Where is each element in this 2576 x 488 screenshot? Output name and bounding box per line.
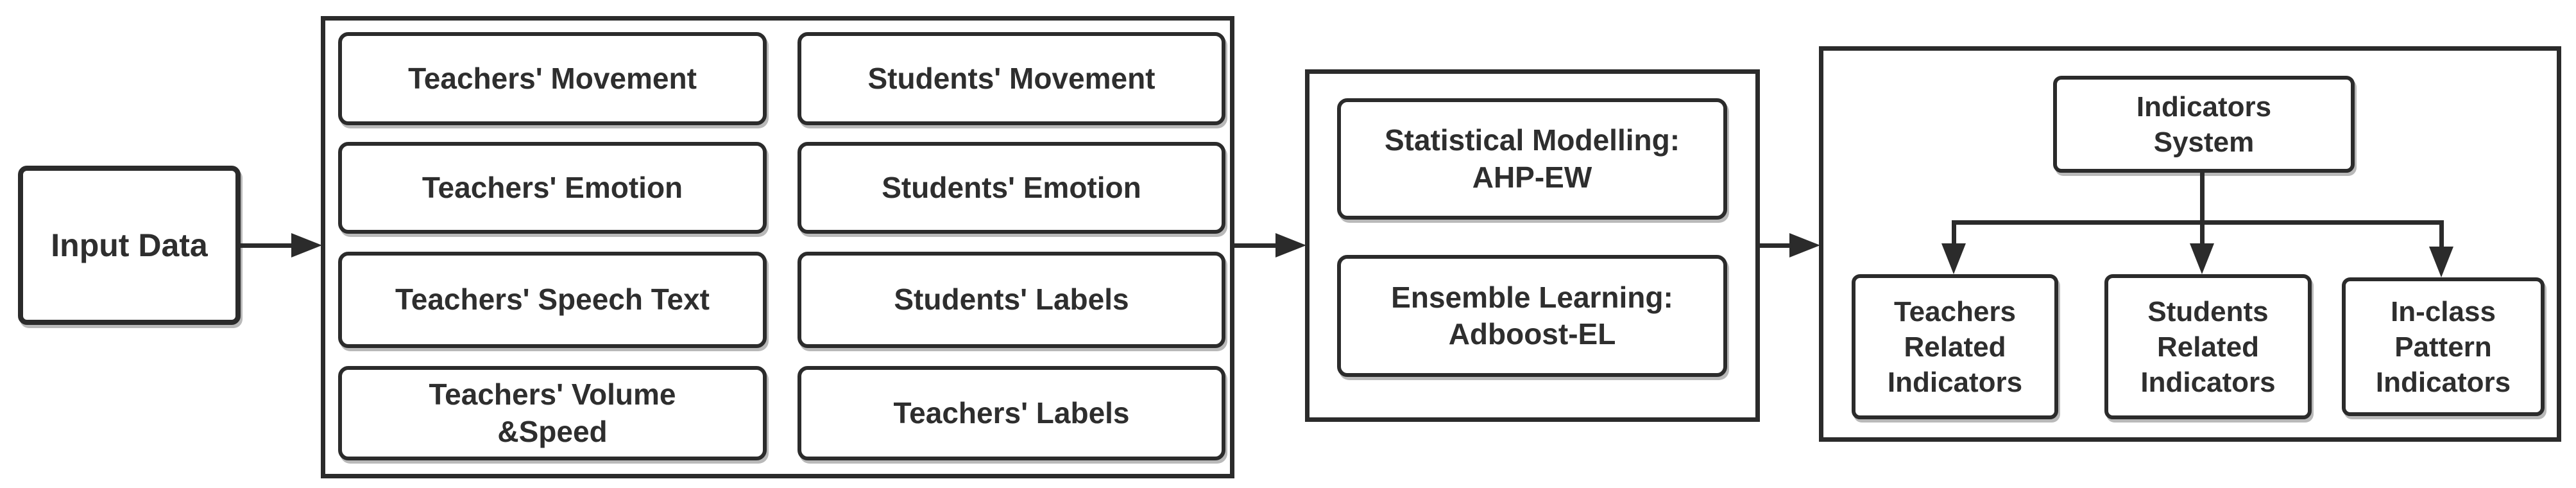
statistical-modelling-box: Statistical Modelling: AHP-EW (1337, 98, 1727, 220)
inclass-pattern-indicators-box: In-class Pattern Indicators (2342, 277, 2545, 416)
feature-box-teachers-emotion: Teachers' Emotion (338, 142, 767, 234)
input-data-box: Input Data (18, 166, 241, 325)
connector-input-to-features (241, 243, 295, 248)
feature-box-students-emotion: Students' Emotion (798, 142, 1225, 234)
arrowhead-down-icon (1941, 243, 1966, 274)
connector-indicators-stem (2200, 170, 2205, 257)
indicators-system-box: Indicators System (2053, 76, 2355, 173)
ensemble-learning-box: Ensemble Learning: Adboost-EL (1337, 255, 1727, 377)
arrowhead-right-icon (1789, 233, 1820, 257)
connector-drop-teachers (1952, 220, 1956, 252)
arrowhead-right-icon (1275, 233, 1306, 257)
arrowhead-right-icon (291, 233, 322, 257)
connector-indicators-branch (1952, 220, 2444, 225)
feature-box-teachers-speech-text: Teachers' Speech Text (338, 252, 767, 348)
feature-box-students-labels: Students' Labels (798, 252, 1225, 348)
feature-box-teachers-volume-speed: Teachers' Volume &Speed (338, 366, 767, 460)
connector-drop-inclass (2439, 220, 2444, 256)
feature-box-students-movement: Students' Movement (798, 32, 1225, 125)
connector-features-to-modelling (1230, 243, 1278, 248)
connector-modelling-to-indicators (1760, 243, 1792, 248)
arrowhead-down-icon (2429, 247, 2453, 277)
teachers-related-indicators-box: Teachers Related Indicators (1852, 274, 2058, 419)
feature-box-teachers-movement: Teachers' Movement (338, 32, 767, 125)
students-related-indicators-box: Students Related Indicators (2104, 274, 2312, 419)
feature-box-teachers-labels: Teachers' Labels (798, 366, 1225, 460)
arrowhead-down-icon (2190, 243, 2214, 274)
